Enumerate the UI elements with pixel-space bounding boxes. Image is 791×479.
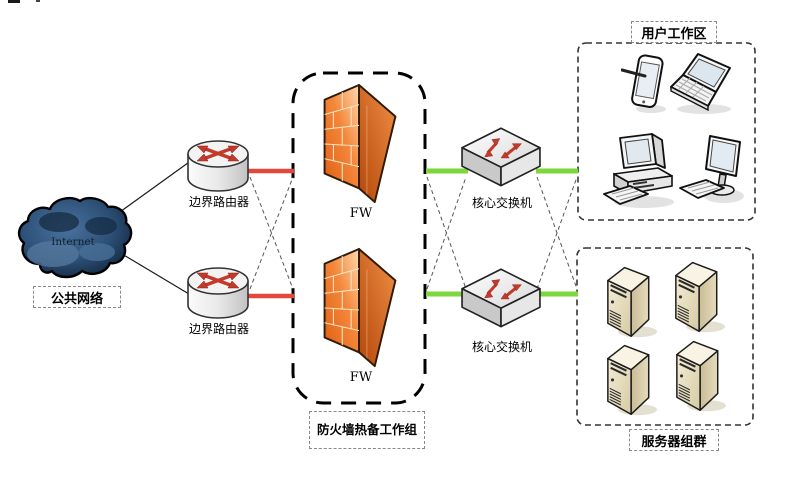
border-router-top-icon xyxy=(186,136,250,198)
border-router-bottom-icon xyxy=(186,263,250,325)
pda-stylus-icon xyxy=(621,54,671,114)
internet-cloud-icon xyxy=(15,192,133,290)
cross-link-router-bottom-fw-top xyxy=(249,176,294,290)
server-tower-icon xyxy=(675,336,727,414)
border-router-top-label: 边界路由器 xyxy=(188,195,249,209)
core-switch-top-icon xyxy=(460,126,542,192)
desktop-pc-icon xyxy=(602,130,680,212)
border-router-bottom-label: 边界路由器 xyxy=(188,322,249,336)
server-tower-icon xyxy=(606,262,658,340)
core-switch-bottom-icon xyxy=(460,267,542,333)
firewall-top-icon xyxy=(321,84,399,206)
server-tower-icon xyxy=(606,340,658,418)
firewall-top-label: FW xyxy=(349,206,373,221)
laptop-icon xyxy=(666,52,736,116)
server-area-zone-border xyxy=(576,247,754,426)
server-cluster-label: 服务器组群 xyxy=(629,429,719,451)
core-switch-top-label: 核心交换机 xyxy=(471,196,532,210)
core-switch-bottom-label: 核心交换机 xyxy=(471,340,532,354)
firewall-group-label: 防火墙热备工作组 xyxy=(309,411,425,449)
link-cloud-router-top xyxy=(112,159,193,218)
firewall-bottom-label: FW xyxy=(349,370,373,385)
lcd-monitor-keyboard-icon xyxy=(678,134,748,206)
green-links xyxy=(426,168,578,297)
user-area-label: 用户工作区 xyxy=(631,21,717,43)
server-tower-icon xyxy=(674,257,726,335)
cross-link-fw-bottom-switch-top xyxy=(426,176,467,290)
internet-label: Internet xyxy=(51,236,95,248)
link-cloud-router-bottom xyxy=(116,250,195,298)
crop-artifact xyxy=(8,0,20,3)
user-area-zone-border xyxy=(577,42,756,221)
cross-link-switch-bottom-user-area xyxy=(536,176,578,290)
firewall-bottom-icon xyxy=(321,248,399,370)
firewall-group-zone-border xyxy=(291,71,427,405)
crop-artifact xyxy=(36,0,40,2)
public-network-label: 公共网络 xyxy=(33,286,121,308)
standby-cross-links xyxy=(249,176,578,290)
